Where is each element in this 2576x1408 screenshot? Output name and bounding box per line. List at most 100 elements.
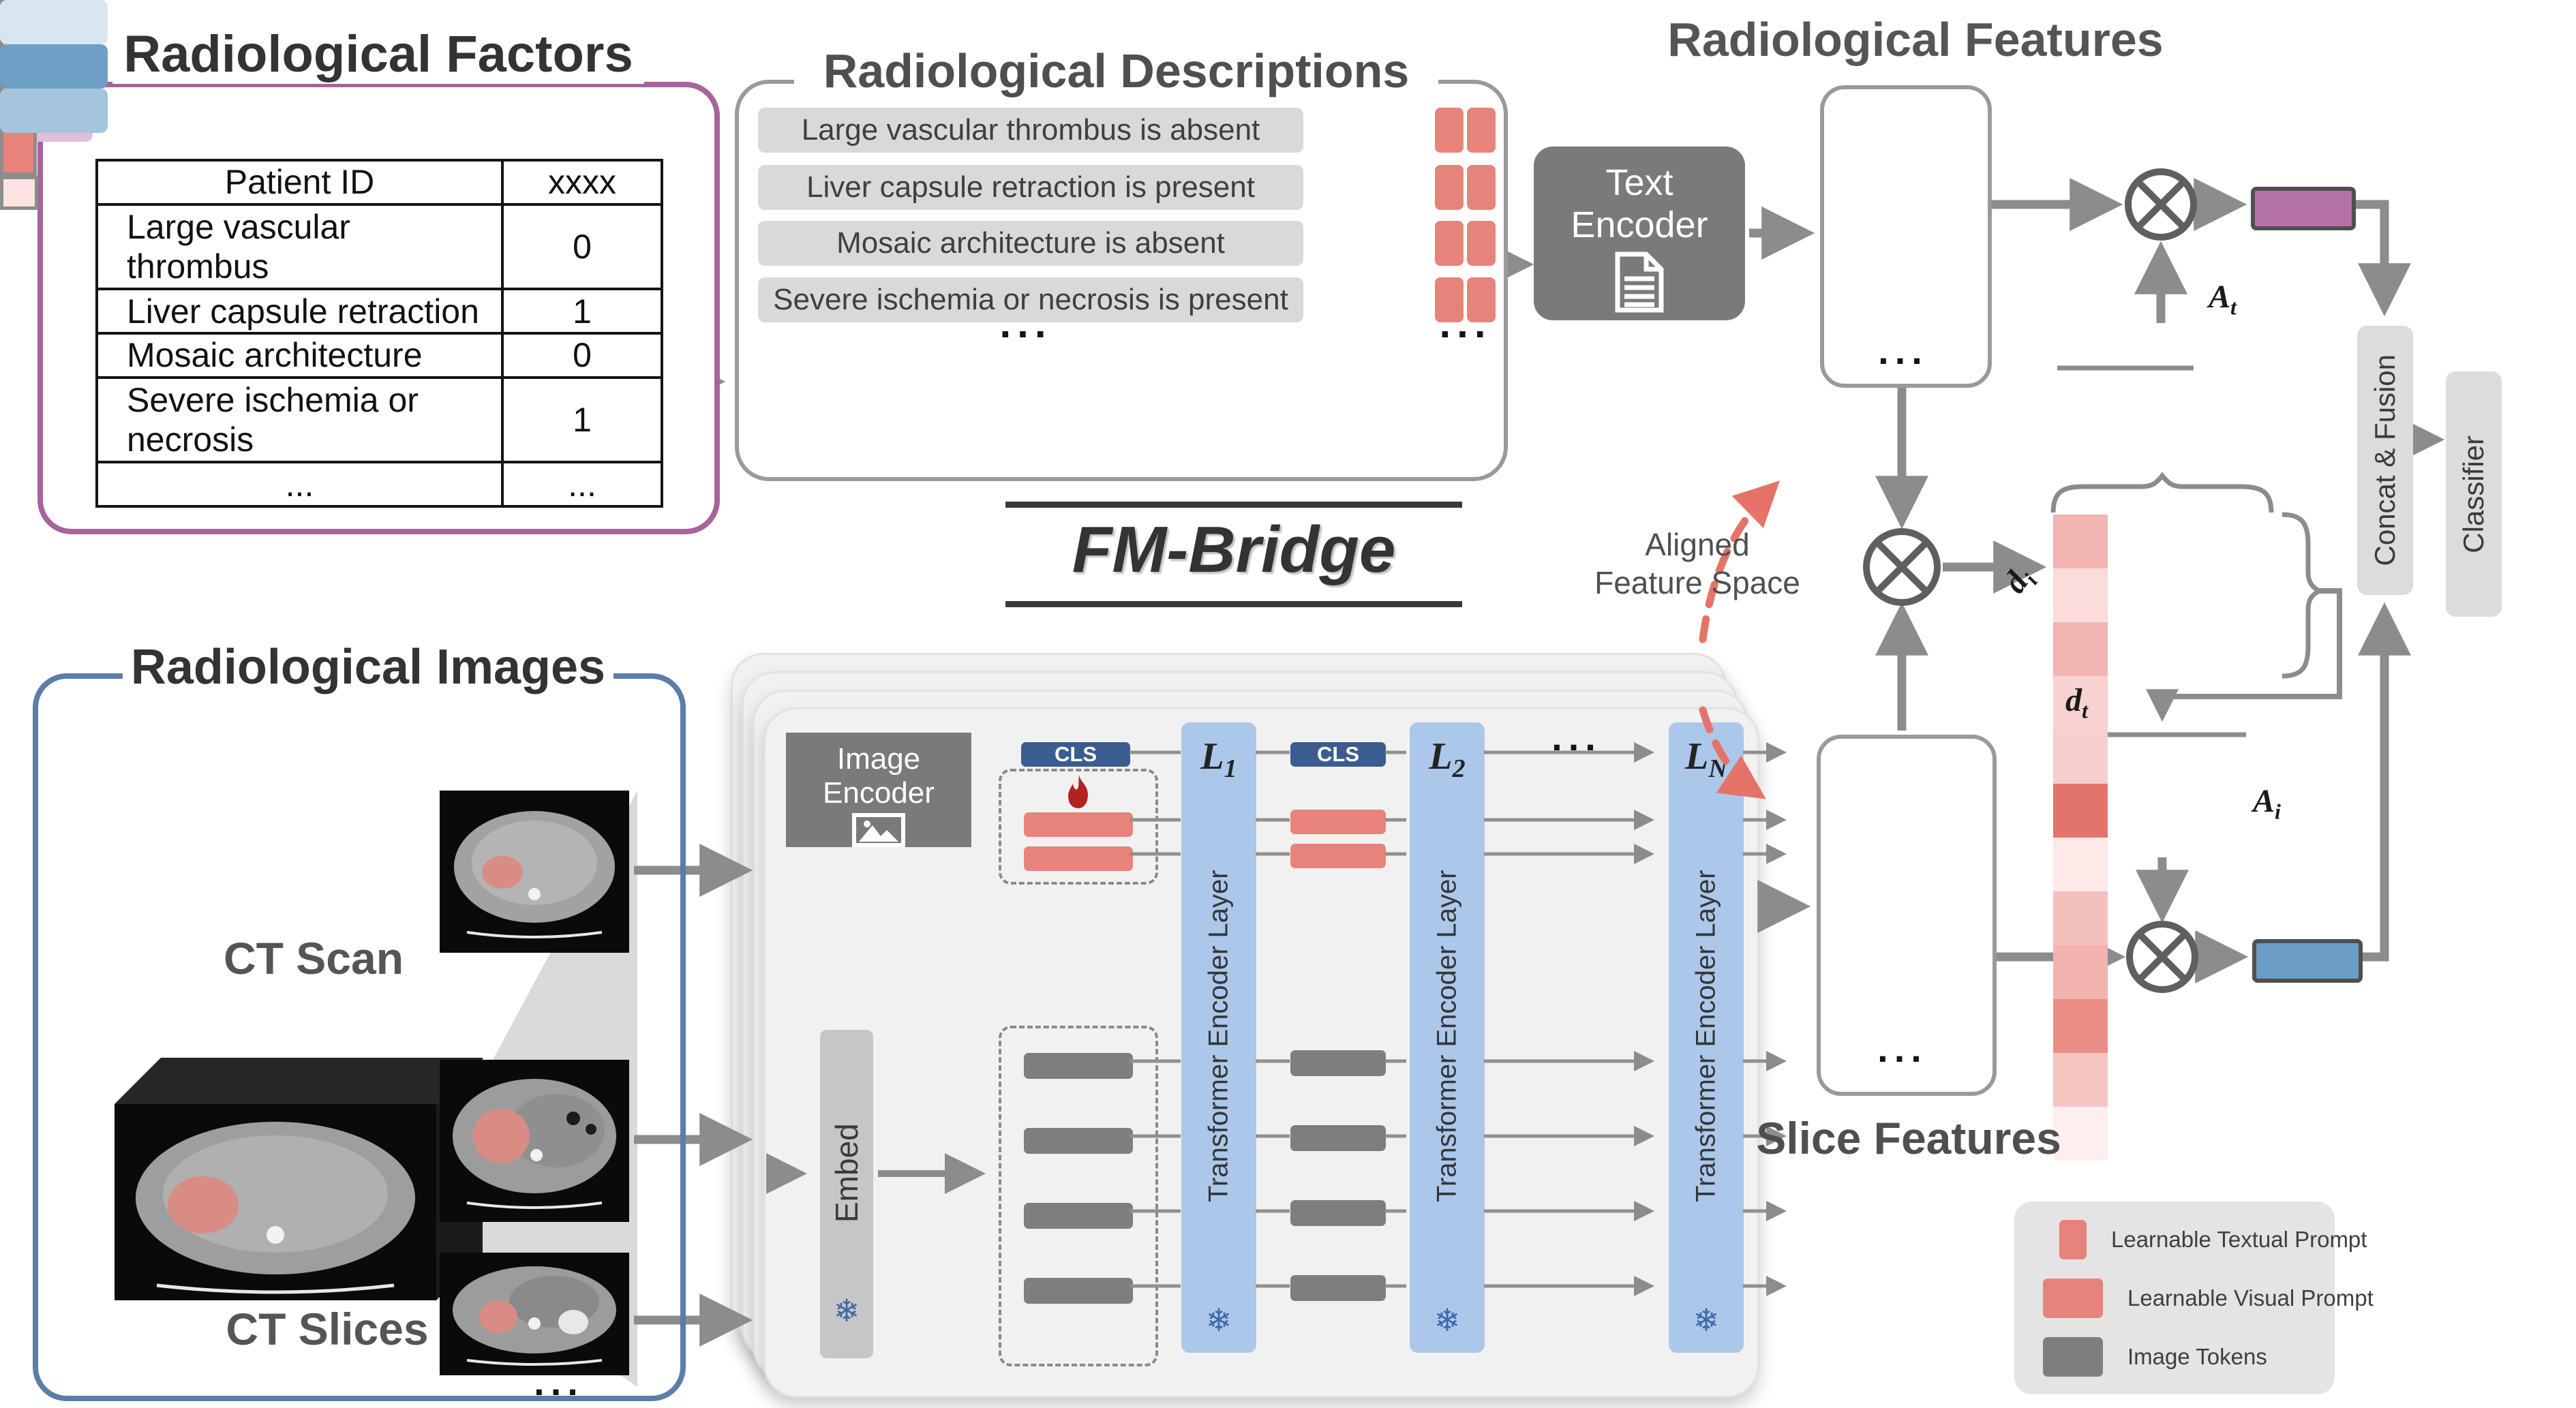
multiply-operator-image xyxy=(2126,921,2198,993)
slice-feature-bar xyxy=(0,44,108,89)
factor-label: Patient ID xyxy=(95,159,504,206)
factor-value: 0 xyxy=(501,331,663,379)
slice-features-box xyxy=(1817,735,1997,1096)
transformer-layer-1: L1 Transformer Encoder Layer ❄ xyxy=(1181,722,1256,1353)
concat-fusion-box: Concat & Fusion xyxy=(2357,326,2413,595)
matrix-cell xyxy=(2053,891,2108,945)
cls-label: CLS xyxy=(1317,742,1359,766)
cls-label: CLS xyxy=(1055,742,1097,766)
description-row: Large vascular thrombus is absent xyxy=(758,108,1303,153)
legend-item: Image Tokens xyxy=(2043,1336,2316,1377)
radiological-factors-title: Radiological Factors xyxy=(112,25,644,84)
image-encoder-label-2: Encoder xyxy=(823,776,935,810)
layer-ellipsis: ... xyxy=(1551,716,1602,759)
text-encoder-label-2: Encoder xyxy=(1571,204,1708,245)
ai-attention-bar xyxy=(0,176,38,210)
factor-label: Large vascular thrombus xyxy=(95,202,504,291)
aligned-feature-space-label-1: Aligned xyxy=(1645,527,1750,562)
factor-value: 0 xyxy=(501,202,663,291)
layer-1-label: L1 xyxy=(1200,735,1237,784)
di-label: di xyxy=(1996,565,2043,600)
transformer-layer-text: Transformer Encoder Layer xyxy=(1431,870,1462,1202)
matrix-cell xyxy=(2053,568,2108,622)
legend-swatch xyxy=(2059,1220,2087,1259)
slice-feature-bar xyxy=(0,89,108,133)
similarity-matrix xyxy=(2053,515,2271,1161)
ct-slice-thumb-3 xyxy=(440,1253,629,1379)
textual-prompt-token xyxy=(1467,165,1496,210)
snowflake-icon: ❄ xyxy=(1693,1302,1720,1338)
matrix-cell xyxy=(2053,784,2108,838)
textual-prompt-token xyxy=(1435,277,1464,322)
snowflake-icon: ❄ xyxy=(833,1293,860,1328)
snowflake-icon: ❄ xyxy=(1434,1302,1461,1338)
matrix-cell xyxy=(2053,515,2108,568)
visual-prompt-group-1 xyxy=(999,769,1158,885)
image-token-group-1 xyxy=(999,1026,1158,1366)
transformer-layer-N: LN Transformer Encoder Layer ❄ xyxy=(1669,722,1744,1353)
image-encoder-box: Image Encoder xyxy=(786,733,971,847)
layer-N-label: LN xyxy=(1685,735,1727,784)
image-token xyxy=(1024,1278,1133,1304)
factor-label: Liver capsule retraction xyxy=(95,288,504,335)
fm-bridge-title: FM-Bridge xyxy=(1072,513,1396,586)
ct-slice-thumb-2 xyxy=(440,1060,629,1225)
embed-box: Embed ❄ xyxy=(820,1030,873,1358)
radiological-features-title: Radiological Features xyxy=(1667,13,2164,66)
matrix-cell xyxy=(2053,622,2108,676)
visual-prompt-token xyxy=(1290,844,1386,868)
matrix-cell xyxy=(2053,999,2108,1053)
slice-ellipsis: ... xyxy=(1877,1027,1928,1070)
matrix-cell xyxy=(2053,838,2108,891)
descriptions-ellipsis: ... xyxy=(999,301,1052,346)
textual-prompt-token xyxy=(1435,108,1464,153)
snowflake-icon: ❄ xyxy=(1205,1302,1232,1338)
matrix-cell xyxy=(2053,730,2108,784)
image-token xyxy=(1024,1053,1133,1079)
legend-swatch xyxy=(2043,1337,2103,1377)
cls-token-2: CLS xyxy=(1290,742,1386,767)
transformer-layer-text: Transformer Encoder Layer xyxy=(1691,870,1721,1202)
classifier-box: Classifier xyxy=(2446,371,2502,617)
fm-bridge-rule-top xyxy=(1005,502,1462,508)
matrix-cell xyxy=(2053,1107,2108,1161)
at-label: At xyxy=(2209,279,2237,320)
text-encoder-label-1: Text xyxy=(1605,162,1673,203)
multiply-operator-text xyxy=(2125,168,2197,241)
ct-scan-label: CT Scan xyxy=(223,933,404,983)
matrix-right-brace xyxy=(2282,512,2324,679)
image-token xyxy=(1290,1125,1386,1151)
text-attended-feature xyxy=(2251,187,2356,230)
image-icon xyxy=(852,813,905,847)
embed-label: Embed xyxy=(829,1123,864,1223)
prompt-ellipsis: ... xyxy=(1439,301,1492,346)
concat-fusion-label: Concat & Fusion xyxy=(2369,354,2401,566)
aligned-feature-space-label-2: Feature Space xyxy=(1594,565,1800,600)
description-row: Severe ischemia or necrosis is present xyxy=(758,277,1303,322)
description-row: Mosaic architecture is absent xyxy=(758,221,1303,266)
image-token xyxy=(1024,1203,1133,1229)
dt-label: dt xyxy=(2065,682,2088,723)
visual-prompt-token xyxy=(1290,810,1386,834)
text-encoder-box: Text Encoder xyxy=(1534,147,1745,320)
visual-prompt-token xyxy=(1024,846,1133,871)
legend-swatch xyxy=(2043,1279,2103,1318)
legend-label: Learnable Visual Prompt xyxy=(2127,1285,2374,1311)
legend-item: Learnable Textual Prompt xyxy=(2043,1219,2367,1260)
factor-value: 1 xyxy=(501,376,663,464)
image-attended-feature xyxy=(2252,939,2363,983)
transformer-layer-2: L2 Transformer Encoder Layer ❄ xyxy=(1410,722,1485,1353)
image-encoder-label-1: Image xyxy=(836,742,921,776)
transformer-layer-text: Transformer Encoder Layer xyxy=(1203,870,1234,1202)
textual-prompt-token xyxy=(1467,221,1496,266)
radiological-images-title: Radiological Images xyxy=(123,639,613,695)
description-row: Liver capsule retraction is present xyxy=(758,165,1303,210)
slice-feature-bar xyxy=(0,0,108,44)
matrix-cell xyxy=(2053,945,2108,999)
